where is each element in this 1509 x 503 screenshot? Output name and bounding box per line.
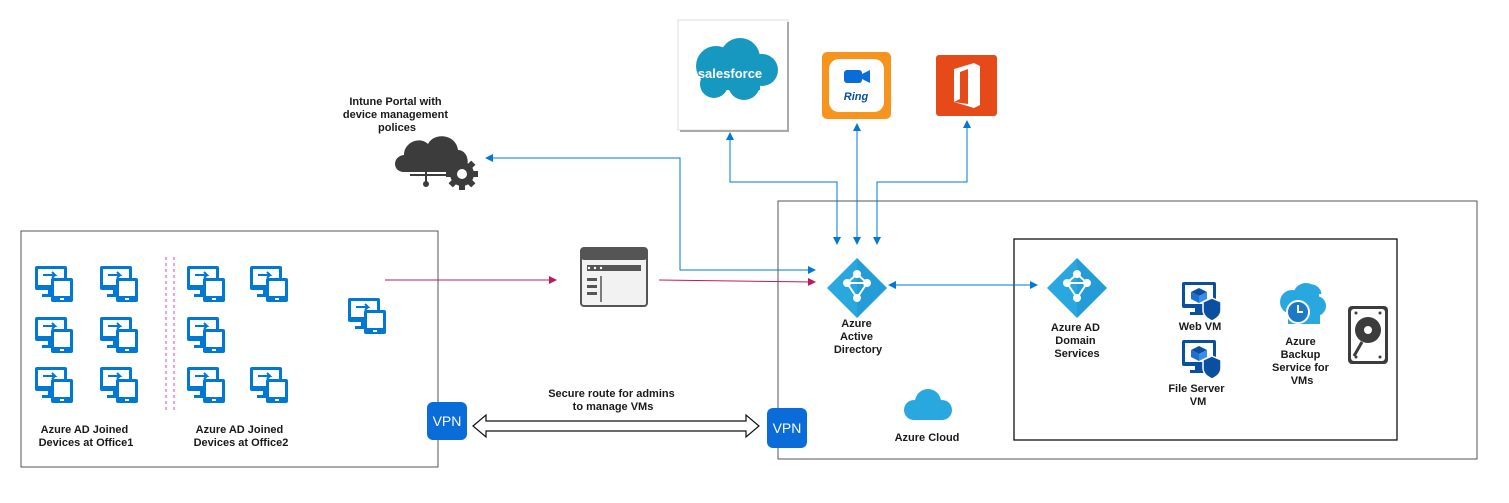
office1-label: Azure AD Joined Devices at Office1 xyxy=(39,424,134,449)
secure-route-arrow xyxy=(472,413,760,439)
portal-to-aad-arrow xyxy=(658,277,816,286)
azure-backup-icon xyxy=(1280,283,1326,324)
browser-window-icon xyxy=(580,247,648,307)
intune-cloud-gear-icon xyxy=(395,136,478,190)
office365-app-icon xyxy=(936,55,997,116)
vpn-right-icon: VPN xyxy=(767,408,807,448)
aad-to-salesforce-connector xyxy=(726,132,841,245)
video-camera-icon xyxy=(844,70,870,83)
file-server-vm-label: File Server VM xyxy=(1168,383,1227,408)
device-icon xyxy=(186,265,226,303)
azure-boundary xyxy=(777,200,1478,460)
web-vm-icon xyxy=(1181,281,1222,322)
vpn-left-icon: VPN xyxy=(427,402,467,440)
azure-ad-ds-label: Azure AD Domain Services xyxy=(1051,322,1103,360)
hard-disk-icon xyxy=(1348,306,1388,364)
device-icon xyxy=(186,316,226,354)
salesforce-logo-text: salesforce xyxy=(698,66,762,81)
web-vm-label: Web VM xyxy=(1179,321,1222,333)
aad-to-office-connector xyxy=(873,120,971,245)
device-icon xyxy=(186,366,226,404)
intune-label: Intune Portal with device management pol… xyxy=(343,96,451,134)
ring-logo-text: Ring xyxy=(844,91,869,103)
svg-text:VPN: VPN xyxy=(773,420,802,436)
salesforce-app: salesforce xyxy=(677,19,789,132)
vnet-boundary xyxy=(1013,238,1398,441)
azure-backup-label: Azure Backup Service for VMs xyxy=(1272,336,1332,387)
svg-text:VPN: VPN xyxy=(433,413,462,429)
admin-device-icon xyxy=(347,297,387,335)
device-icon xyxy=(34,366,74,404)
device-icon xyxy=(34,316,74,354)
file-server-vm-icon xyxy=(1181,339,1222,380)
device-icon xyxy=(99,316,139,354)
device-icon xyxy=(99,265,139,303)
aad-to-intune-connector xyxy=(485,154,816,274)
secure-route-label: Secure route for admins to manage VMs xyxy=(548,388,678,413)
office2-label: Azure AD Joined Devices at Office2 xyxy=(194,424,289,449)
azure-ad-icon xyxy=(826,257,888,319)
device-icon xyxy=(34,265,74,303)
azure-ad-label: Azure Active Directory xyxy=(834,318,883,356)
ring-app: Ring xyxy=(822,52,891,119)
azure-cloud-label: Azure Cloud xyxy=(895,432,960,444)
device-icon xyxy=(99,366,139,404)
office-boundary xyxy=(20,230,439,468)
azure-cloud-icon xyxy=(904,389,952,420)
azure-ad-ds-icon xyxy=(1046,257,1108,319)
salesforce-cloud-icon xyxy=(696,38,778,100)
device-icon xyxy=(249,366,289,404)
device-icon xyxy=(249,265,289,303)
